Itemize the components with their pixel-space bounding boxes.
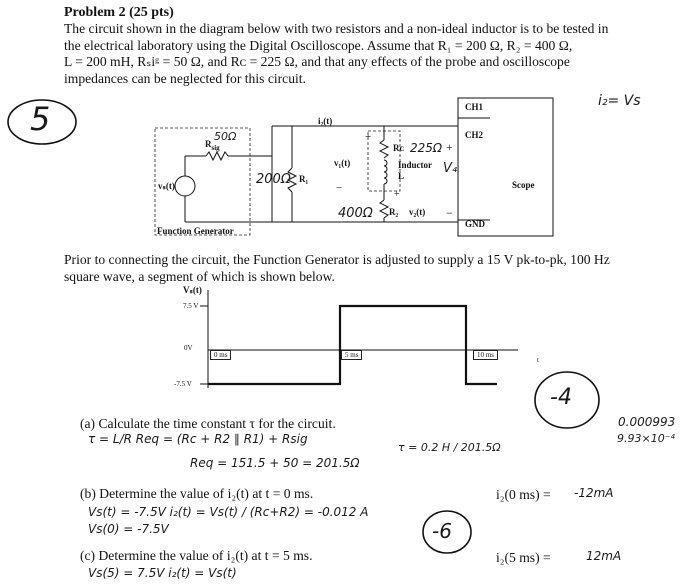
plus-v2: +	[394, 189, 400, 200]
grader-note: i₂= Vs	[598, 93, 641, 109]
function-generator-box	[154, 127, 251, 236]
qc-work-1: Vs(5) = 7.5V i₂(t) = Vs(t)	[88, 566, 237, 580]
i2-label: i₂(t)	[318, 116, 333, 126]
problem-line-2: the electrical laboratory using the Digi…	[64, 37, 573, 53]
deduction-circle-a	[534, 371, 600, 429]
problem-line-4: impedances can be neglected for this cir…	[64, 70, 306, 86]
rsig-hand: 50Ω	[214, 130, 237, 143]
rc-label: Rᴄ	[393, 143, 405, 153]
function-generator-label: Function Generator	[157, 226, 234, 236]
problem-line-3: L = 200 mH, Rₛiᵍ = 50 Ω, and Rᴄ = 225 Ω,…	[64, 54, 570, 69]
r1-hand: 200Ω	[256, 172, 291, 187]
qb-blank-label: i₂(0 ms) =	[496, 487, 551, 502]
v1-label: v₁(t)	[334, 158, 351, 168]
prior-line-2: square wave, a segment of which is shown…	[64, 268, 335, 284]
l-label: L	[398, 171, 405, 181]
qb-answer: -12mA	[574, 486, 614, 500]
rsig-letter: R	[205, 139, 212, 149]
plus-top: +	[365, 131, 372, 143]
wave-y-zero: 0V	[184, 344, 193, 352]
qb-deduction: -6	[432, 519, 452, 543]
wave-y-top: 7.5 V	[183, 302, 199, 310]
question-c: (c) Determine the value of i₂(t) at t = …	[80, 548, 313, 563]
question-b: (b) Determine the value of i₂(t) at t = …	[80, 486, 314, 501]
plus-right: +	[446, 140, 453, 154]
problem-title: Problem 2 (25 pts)	[64, 5, 174, 20]
wave-t0: 0 ms	[210, 350, 232, 360]
qa-deduction: -4	[550, 385, 572, 410]
circuit-wires	[184, 100, 459, 236]
qc-answer: 12mA	[586, 549, 622, 563]
qb-work-1: Vs(t) = -7.5V i₂(t) = Vs(t) / (Rc+R2) = …	[88, 505, 369, 519]
problem-statement: The circuit shown in the diagram below w…	[64, 21, 664, 87]
score-text: 5	[30, 100, 51, 138]
v2-label: v₂(t)	[409, 207, 426, 217]
rsig-label: Rsig	[205, 139, 220, 152]
qb-work-2: Vs(0) = -7.5V	[88, 522, 169, 536]
question-a: (a) Calculate the time constant τ for th…	[80, 416, 336, 431]
minus-right: −	[446, 206, 453, 220]
rsig-sub: sig	[211, 143, 220, 152]
qa-work-1: τ = L/R Req = (Rc + R2 ∥ R1) + Rsig	[88, 432, 308, 446]
gnd-label: GND	[465, 219, 485, 229]
r2-label: R₂	[389, 207, 399, 217]
square-wave	[208, 304, 497, 386]
qa-answer-alt: 9.93×10⁻⁴	[617, 432, 675, 445]
deduction-circle-b	[422, 510, 472, 554]
waveform-axes	[200, 290, 518, 388]
wave-y-bottom: -7.5 V	[174, 380, 192, 388]
qc-blank-label: i₂(5 ms) =	[496, 550, 551, 565]
inductor-label: Inductor	[398, 160, 433, 170]
wave-ylabel: Vₛ(t)	[183, 285, 202, 295]
r2-hand: 400Ω	[338, 206, 373, 221]
qa-work-2: Req = 151.5 + 50 = 201.5Ω	[190, 456, 360, 470]
score-circle	[7, 99, 77, 145]
scope-box	[457, 97, 554, 237]
minus-v1: −	[336, 182, 343, 194]
source-circle	[174, 175, 196, 197]
rc-hand: 225Ω	[410, 141, 443, 155]
r1-label: R₁	[299, 174, 309, 184]
vs-label: vₛ(t)	[158, 181, 175, 191]
problem-line-1: The circuit shown in the diagram below w…	[64, 21, 609, 36]
v4-hand: V₄	[443, 161, 458, 176]
wave-t-axis: t	[537, 356, 539, 364]
qa-answer: 0.000993	[618, 415, 676, 429]
scope-label: Scope	[512, 180, 535, 190]
ch2-label: CH2	[465, 130, 483, 140]
prior-paragraph: Prior to connecting the circuit, the Fun…	[64, 252, 674, 285]
wave-t5: 5 ms	[341, 350, 363, 360]
qa-work-3: τ = 0.2 H / 201.5Ω	[398, 441, 501, 454]
wave-t10: 10 ms	[473, 350, 498, 360]
prior-line-1: Prior to connecting the circuit, the Fun…	[64, 252, 610, 267]
ch1-label: CH1	[465, 102, 483, 112]
